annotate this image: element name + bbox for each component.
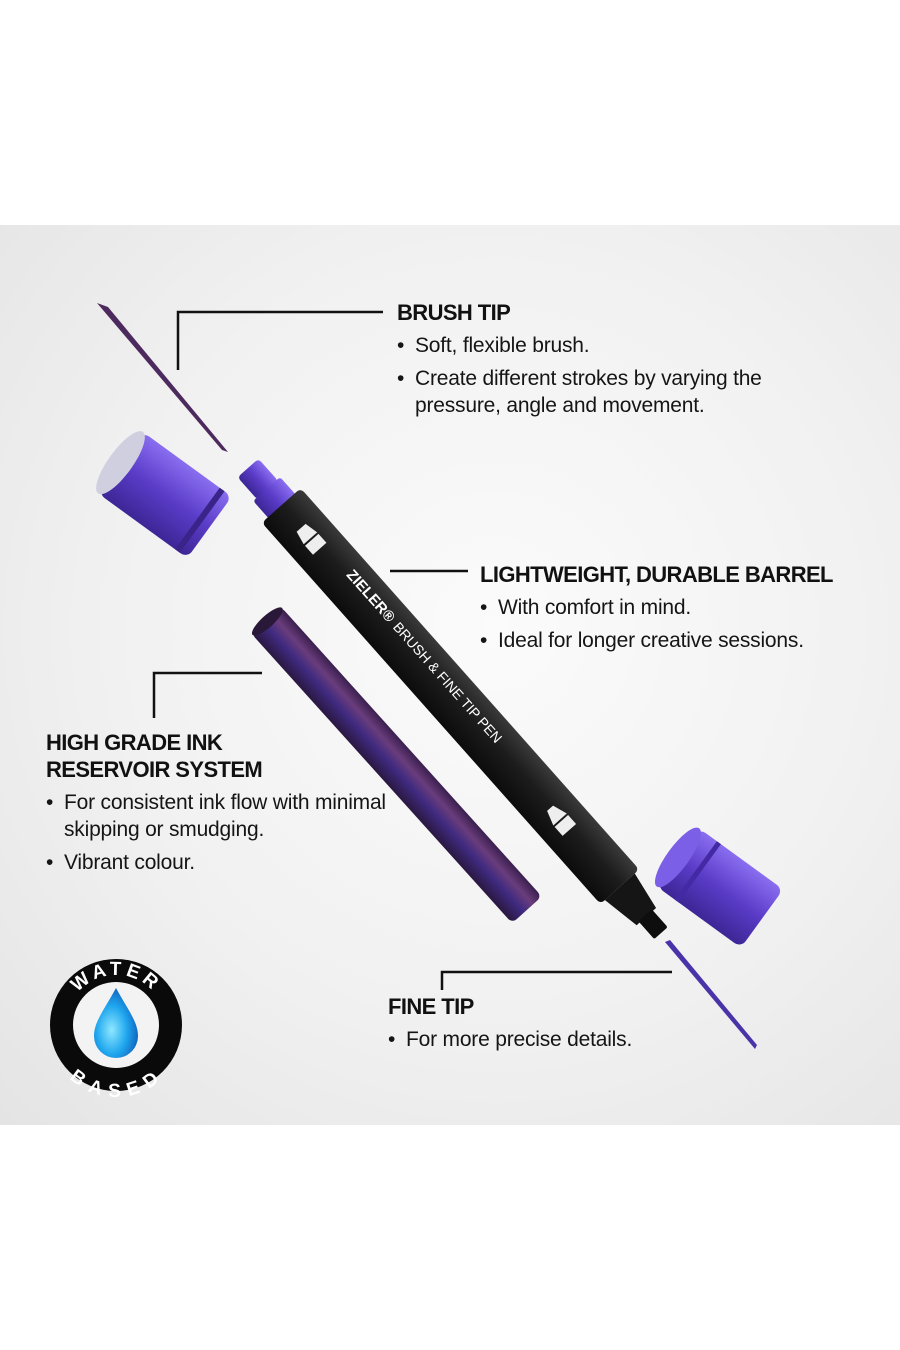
pen: ZIELER® BRUSH & FINE TIP PEN: [239, 460, 667, 939]
fine-tip-leader: [440, 970, 672, 990]
water-drop-icon: [94, 988, 138, 1058]
fine-tip-callout: FINE TIP For more precise details.: [388, 993, 708, 1053]
fine-tip-bullet: For more precise details.: [388, 1026, 708, 1053]
fine-tip-symbol: [547, 805, 577, 836]
leader-lines: [152, 310, 672, 990]
brush-cap: [96, 431, 229, 555]
ink-title-line1: HIGH GRADE INK: [46, 730, 223, 755]
fine-tip-title: FINE TIP: [388, 994, 474, 1019]
fine-tip-cap: [654, 827, 781, 945]
brush-tip-bullet: Create different strokes by varying the …: [397, 365, 795, 419]
ink-leader: [152, 671, 262, 718]
brush-refill: [97, 303, 228, 452]
barrel-title: LIGHTWEIGHT, DURABLE BARREL: [480, 562, 834, 587]
ink-callout: HIGH GRADE INK RESERVOIR SYSTEM For cons…: [46, 729, 406, 876]
brush-tip-symbol: [296, 523, 327, 555]
fine-tip-refill: [665, 940, 757, 1049]
ink-title-line2: RESERVOIR SYSTEM: [46, 757, 263, 782]
ink-bullet: For consistent ink flow with minimal ski…: [46, 789, 399, 843]
brush-tip-leader: [176, 310, 383, 370]
barrel-bullet: With comfort in mind.: [480, 594, 890, 621]
brush-tip-callout: BRUSH TIP Soft, flexible brush. Create d…: [397, 299, 817, 419]
ink-reservoir: [251, 607, 540, 921]
ink-bullet: Vibrant colour.: [46, 849, 406, 876]
brush-tip-bullet: Soft, flexible brush.: [397, 332, 817, 359]
pen-barrel: [263, 490, 638, 902]
barrel-bullet: Ideal for longer creative sessions.: [480, 627, 890, 654]
brush-tip-title: BRUSH TIP: [397, 300, 511, 325]
water-based-badge: WATER BASED: [50, 959, 182, 1102]
barrel-callout: LIGHTWEIGHT, DURABLE BARREL With comfort…: [480, 561, 890, 654]
